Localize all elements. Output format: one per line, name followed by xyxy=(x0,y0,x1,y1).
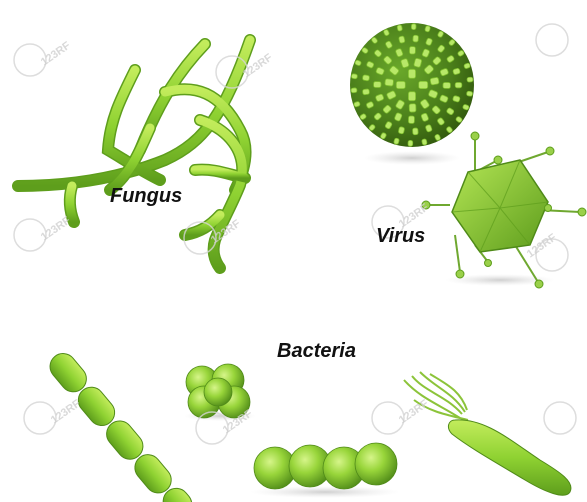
virus-spike xyxy=(362,89,369,95)
virus-spike xyxy=(430,77,439,85)
bacteria-streptococci xyxy=(250,443,400,498)
virus-spike xyxy=(385,79,394,87)
virus-spike xyxy=(374,82,382,88)
virus-spike xyxy=(455,83,462,88)
virus-sphere xyxy=(350,23,474,165)
virus-spike xyxy=(409,104,416,112)
virus-spike xyxy=(467,77,473,82)
watermark-text: 123RF xyxy=(397,398,431,427)
virus-spike xyxy=(408,116,414,124)
virus-spike xyxy=(411,24,416,30)
virus-label: Virus xyxy=(376,226,425,246)
virus-spike xyxy=(413,35,419,42)
virus-spike xyxy=(466,91,472,96)
virus-spike xyxy=(422,139,428,146)
virus-spike xyxy=(408,92,415,101)
virus-spike xyxy=(408,140,413,146)
virus-spike xyxy=(398,126,405,134)
virus-spike xyxy=(351,88,357,93)
watermark-text: 123RF xyxy=(49,398,83,427)
watermark-text: 123RF xyxy=(39,40,73,69)
fungus-label: Fungus xyxy=(110,186,182,206)
virus-spike xyxy=(362,75,369,81)
virus-spike xyxy=(399,36,406,44)
bacteria-rod-chain xyxy=(45,348,197,502)
virus-spike xyxy=(396,81,405,88)
virus-spike xyxy=(351,74,357,79)
watermark-text: 123RF xyxy=(39,215,73,244)
virus-spike xyxy=(443,82,451,88)
virus-spike xyxy=(412,128,418,135)
bacteria-label: Bacteria xyxy=(277,341,356,361)
bacteria-flagellated-rod xyxy=(404,372,571,495)
virus-spike xyxy=(397,25,403,32)
virus-spike xyxy=(408,69,415,78)
virus-spike xyxy=(419,81,428,88)
virus-spike xyxy=(409,47,415,55)
